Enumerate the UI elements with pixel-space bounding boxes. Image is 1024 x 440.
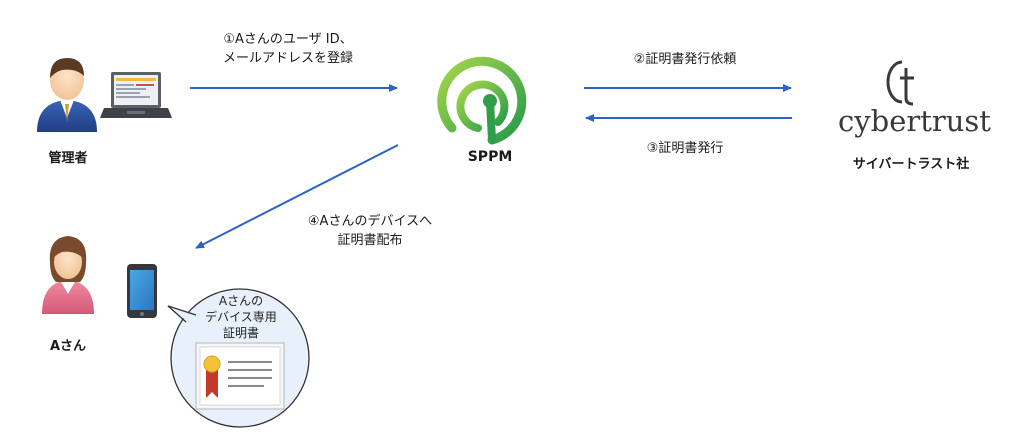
step-3-line-1: ③証明書発行 [646,141,724,156]
step-4-line-2: 証明書配布 [337,233,403,248]
step-2-line-1: ②証明書発行依頼 [633,52,737,67]
sppm-logo-icon [437,56,527,145]
man-user-icon [37,58,97,132]
bubble-line-2: デバイス専用 [205,310,277,324]
step-1-line-2: メールアドレスを登録 [222,51,353,66]
step-1-label: ①Aさんのユーザ ID、 メールアドレスを登録 [208,30,368,68]
woman-user-icon [42,236,94,314]
certificate-icon [195,342,285,410]
cybertrust-label: サイバートラスト社 [852,157,970,172]
bubble-line-1: Aさんの [218,294,264,308]
laptop-icon [100,72,172,118]
arrow-step-4 [195,144,399,249]
cybertrust-logo-text: cybertrust [838,104,991,138]
bubble-line-3: 証明書 [222,326,259,340]
step-4-line-1: ④Aさんのデバイスへ [307,214,433,229]
smartphone-icon [127,264,157,318]
cybertrust-logo-icon [886,60,914,106]
step-3-label: ③証明書発行 [620,139,750,158]
sppm-label: SPPM [467,149,513,165]
step-1-line-1: ①Aさんのユーザ ID、 [223,32,353,47]
step-2-label: ②証明書発行依頼 [610,50,760,69]
bubble-text: Aさんの デバイス専用 証明書 [196,293,286,341]
step-4-label: ④Aさんのデバイスへ 証明書配布 [300,212,440,250]
admin-label: 管理者 [48,151,88,166]
user-a-label: Aさん [49,339,87,354]
